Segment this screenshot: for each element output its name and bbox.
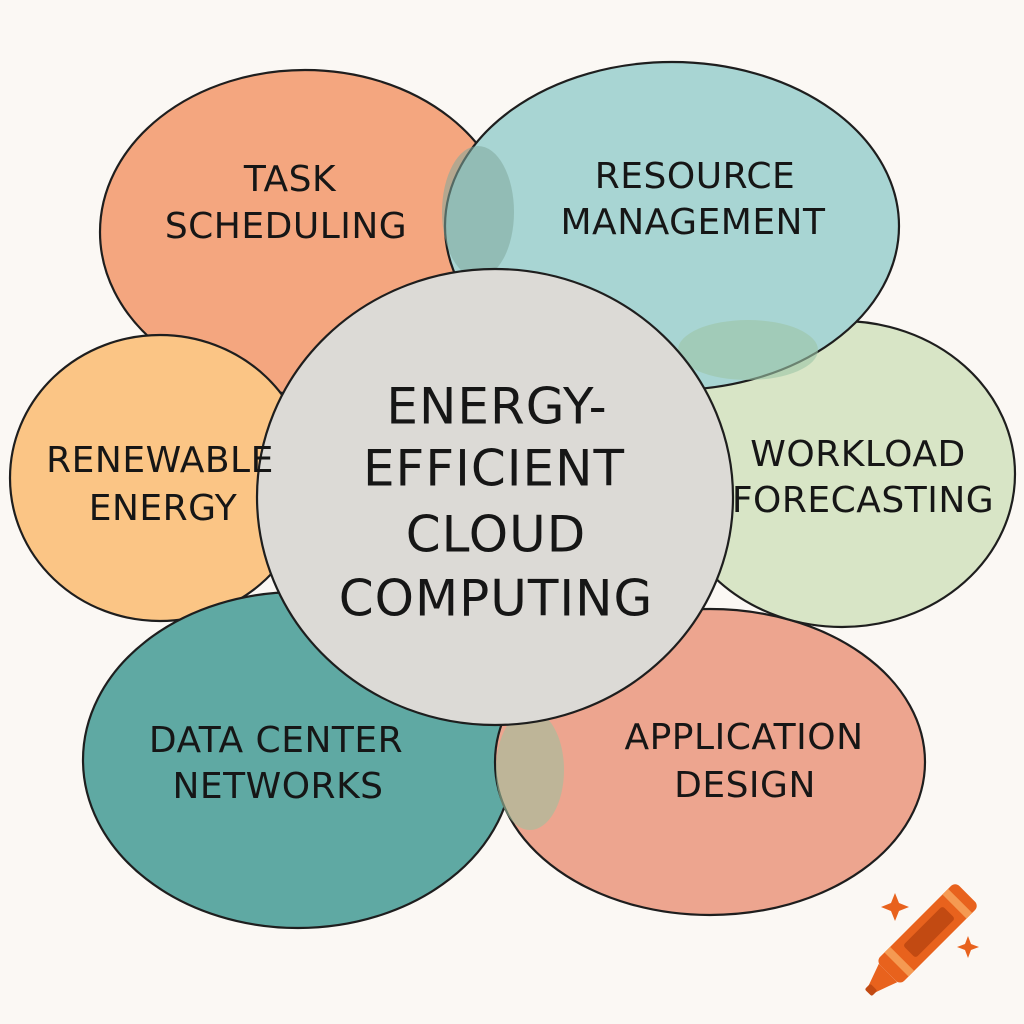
center-circle (255, 267, 735, 727)
center-title-line-3: CLOUD (406, 506, 586, 564)
label-workload-forecasting-line-1: WORKLOAD (750, 434, 965, 475)
label-renewable-energy-line-2: ENERGY (89, 488, 238, 529)
label-application-design-line-1: APPLICATION (624, 717, 863, 758)
crayon-icon (865, 884, 979, 996)
center-topic (255, 267, 735, 727)
overlap-resource-workload (678, 320, 818, 380)
label-renewable-energy-line-1: RENEWABLE (46, 440, 274, 481)
sparkle-icon-left (881, 893, 909, 921)
label-resource-management-line-2: MANAGEMENT (561, 202, 826, 243)
center-title-line-2: EFFICIENT (363, 440, 625, 498)
overlap-task-resource (442, 146, 514, 278)
center-title-line-4: COMPUTING (339, 570, 654, 628)
label-data-center-networks-line-1: DATA CENTER (149, 720, 403, 761)
label-task-scheduling-line-2: SCHEDULING (165, 206, 407, 247)
label-application-design-line-2: DESIGN (674, 765, 816, 806)
overlap-data-application (496, 710, 564, 830)
sparkle-icon-right (957, 936, 979, 958)
label-workload-forecasting-line-2: FORECASTING (732, 480, 994, 521)
label-resource-management-line-1: RESOURCE (595, 156, 795, 197)
label-data-center-networks-line-2: NETWORKS (172, 766, 383, 807)
label-task-scheduling-line-1: TASK (243, 159, 337, 200)
center-title-line-1: ENERGY- (386, 378, 607, 436)
